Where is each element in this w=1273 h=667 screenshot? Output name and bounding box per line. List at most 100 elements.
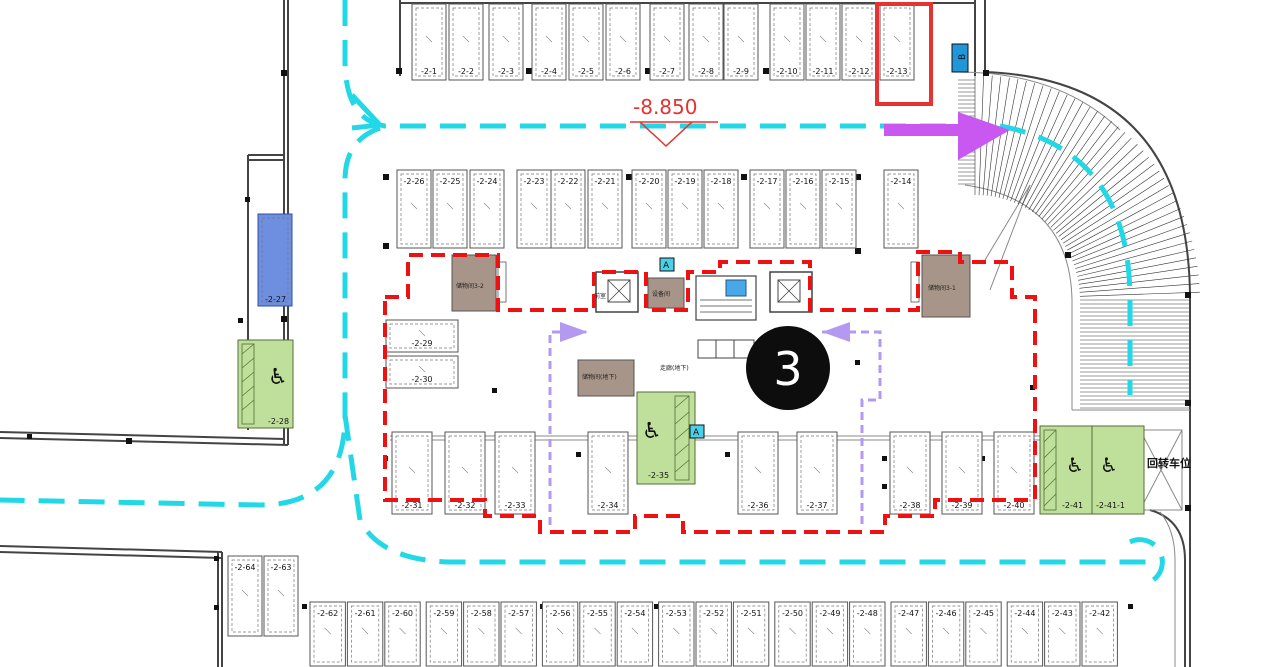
- parking-stall[interactable]: -2-29: [385, 319, 459, 353]
- stall-label: -2-19: [674, 177, 695, 186]
- parking-stall[interactable]: -2-16: [785, 169, 821, 249]
- parking-stall[interactable]: -2-51: [732, 601, 770, 667]
- parking-stall[interactable]: -2-48: [849, 601, 886, 667]
- parking-stall[interactable]: -2-63: [263, 555, 299, 637]
- parking-stall[interactable]: -2-56: [541, 601, 579, 667]
- entry-arrow-icon: [958, 112, 1010, 160]
- highlighted-stall-13[interactable]: [875, 2, 933, 106]
- parking-stall[interactable]: -2-61: [346, 601, 384, 667]
- storage-room-left: 储物间3-2: [451, 254, 507, 312]
- parking-stall[interactable]: -2-13: [879, 3, 915, 81]
- parking-stall[interactable]: -2-64: [227, 555, 263, 637]
- turnaround-label: 回转车位: [1147, 456, 1191, 470]
- parking-stall[interactable]: -2-25: [432, 169, 468, 249]
- stall-label: -2-11: [812, 67, 833, 76]
- parking-stall[interactable]: -2-50: [774, 601, 811, 667]
- parking-stall[interactable]: -2-12: [841, 3, 877, 81]
- parking-stall[interactable]: -2-2: [448, 3, 484, 81]
- parking-stall[interactable]: -2-42: [1081, 601, 1118, 667]
- stall-label: -2-20: [638, 177, 659, 186]
- parking-stall[interactable]: -2-19: [667, 169, 703, 249]
- stall-label: -2-23: [523, 177, 544, 186]
- purple-arrow-left-icon: [822, 322, 850, 342]
- stall-label: -2-7: [659, 67, 675, 76]
- sign-a-top-label: A: [663, 261, 670, 271]
- parking-stall[interactable]: -2-30: [385, 355, 459, 389]
- parking-stall[interactable]: -2-44: [1006, 601, 1044, 667]
- stall-label: -2-8: [698, 67, 714, 76]
- wheelchair-icon: ♿: [1066, 453, 1084, 477]
- parking-stall[interactable]: -2-4: [531, 3, 567, 81]
- sign-b-label: B: [958, 54, 968, 60]
- stall-label: -2-55: [587, 609, 608, 618]
- parking-stall[interactable]: -2-34: [587, 431, 629, 515]
- parking-stall[interactable]: -2-8: [688, 3, 724, 81]
- wheelchair-icon: ♿: [642, 419, 662, 444]
- parking-stall[interactable]: -2-5: [568, 3, 604, 81]
- parking-stall[interactable]: -2-46: [927, 601, 965, 667]
- stall-label: -2-56: [550, 609, 571, 618]
- parking-stall[interactable]: -2-23: [516, 169, 552, 249]
- stall-row-bottom-left: -2-64 -2-63: [227, 555, 299, 637]
- parking-stall[interactable]: -2-38: [889, 431, 931, 515]
- zone-badge: 3: [746, 326, 830, 410]
- parking-stall[interactable]: -2-6: [605, 3, 641, 81]
- parking-stall[interactable]: -2-9: [723, 3, 759, 81]
- parking-stall[interactable]: -2-52: [695, 601, 732, 667]
- stall-label: -2-32: [454, 501, 475, 510]
- parking-stall[interactable]: -2-49: [811, 601, 849, 667]
- parking-stall[interactable]: -2-53: [658, 601, 695, 667]
- parking-stall[interactable]: -2-20: [631, 169, 667, 249]
- parking-stall[interactable]: -2-17: [749, 169, 785, 249]
- stall-label: -2-59: [433, 609, 454, 618]
- stall-label: -2-44: [1014, 609, 1035, 618]
- stall-label: -2-26: [403, 177, 424, 186]
- parking-stall[interactable]: -2-36: [737, 431, 779, 515]
- driving-route: [0, 0, 1165, 585]
- stall-label: -2-5: [578, 67, 594, 76]
- equipment-room-label: 设备间: [652, 290, 670, 298]
- parking-stall[interactable]: -2-54: [616, 601, 654, 667]
- parking-stall[interactable]: -2-59: [425, 601, 463, 667]
- equipment-room: 设备间: [647, 277, 685, 309]
- stall-label: -2-15: [828, 177, 849, 186]
- parking-stall[interactable]: -2-43: [1044, 601, 1081, 667]
- parking-stall[interactable]: -2-1: [411, 3, 447, 81]
- stall-label: -2-9: [733, 67, 749, 76]
- parking-stall[interactable]: -2-14: [883, 169, 919, 249]
- stall-label: -2-2: [458, 67, 474, 76]
- parking-stall[interactable]: -2-33: [494, 431, 536, 515]
- parking-stall[interactable]: -2-7: [649, 3, 685, 81]
- parking-stall[interactable]: -2-47: [890, 601, 927, 667]
- parking-stall[interactable]: -2-22: [550, 169, 586, 249]
- stall-label: -2-30: [411, 375, 432, 384]
- parking-stall[interactable]: -2-55: [579, 601, 616, 667]
- stall-label: -2-25: [439, 177, 460, 186]
- parking-stall[interactable]: -2-60: [384, 601, 421, 667]
- stall-label: -2-54: [624, 609, 645, 618]
- parking-stall[interactable]: -2-58: [463, 601, 500, 667]
- parking-stall[interactable]: -2-11: [805, 3, 841, 81]
- stall-label: -2-31: [401, 501, 422, 510]
- stall-row-second: -2-26 -2-25 -2-24 -2-23 -2-22-2-21 -2-20 -2-19…: [396, 169, 919, 249]
- zone-number: 3: [773, 342, 802, 396]
- parking-stall[interactable]: -2-57: [500, 601, 537, 667]
- parking-stall[interactable]: -2-26: [396, 169, 432, 249]
- parking-stall[interactable]: -2-15: [821, 169, 857, 249]
- parking-stall[interactable]: -2-45: [965, 601, 1002, 667]
- stall-label: -2-49: [819, 609, 840, 618]
- parking-stall[interactable]: -2-24: [469, 169, 505, 249]
- stall-label: -2-64: [234, 563, 255, 572]
- sign-a-bottom: A: [689, 424, 705, 439]
- stall-label: -2-38: [899, 501, 920, 510]
- stall-label: -2-57: [508, 609, 529, 618]
- parking-stall[interactable]: -2-18: [703, 169, 739, 249]
- parking-stall[interactable]: -2-37: [796, 431, 838, 515]
- parking-stall[interactable]: -2-3: [488, 3, 524, 81]
- sign-a-bottom-label: A: [693, 428, 700, 438]
- purple-arrow-right-icon: [560, 322, 588, 342]
- parking-stall[interactable]: -2-21: [587, 169, 623, 249]
- parking-stall[interactable]: -2-62: [309, 601, 346, 667]
- parking-stall[interactable]: -2-10: [769, 3, 805, 81]
